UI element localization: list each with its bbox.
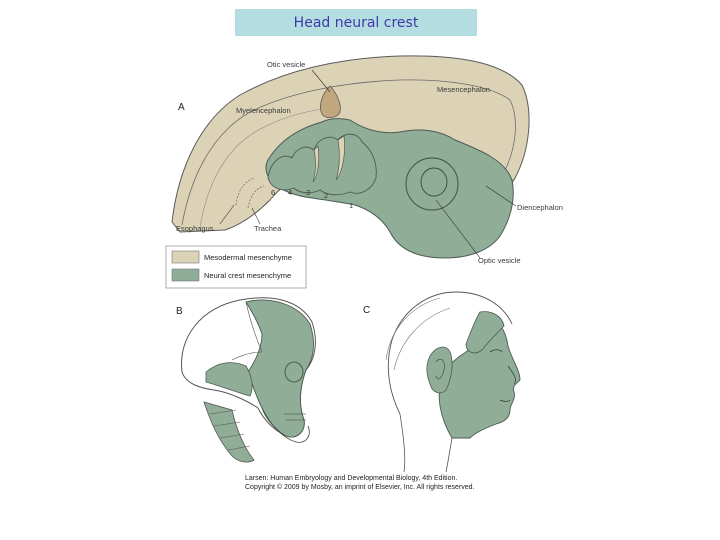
legend: Mesodermal mesenchyme Neural crest mesen… — [166, 246, 306, 288]
mesencephalon-label: Mesencephalon — [437, 85, 490, 94]
legend-swatch-neural-crest — [172, 269, 199, 281]
arch-label: 1 — [349, 201, 353, 210]
legend-swatch-mesodermal — [172, 251, 199, 263]
arch-label: 3 — [306, 188, 310, 197]
head-profile-diagram: C — [363, 292, 520, 472]
credit-line: Copyright © 2009 by Mosby, an imprint of… — [245, 483, 475, 492]
legend-label-mesodermal: Mesodermal mesenchyme — [204, 253, 292, 262]
skull-neural-crest-area — [246, 300, 313, 437]
arch-label: 6 — [271, 188, 275, 197]
legend-label-neural-crest: Neural crest mesenchyme — [204, 271, 291, 280]
panel-b-label: B — [176, 306, 183, 317]
skull-diagram: B — [176, 298, 315, 462]
myelencephalon-label: Myelencephalon — [236, 106, 291, 115]
otic-vesicle-label: Otic vesicle — [267, 60, 305, 69]
credit-line: Larsen: Human Embryology and Development… — [245, 474, 475, 483]
diencephalon-label: Diencephalon — [517, 203, 563, 212]
embryo-head-diagram: A Otic vesicle Mesencephalon Myelencepha… — [172, 56, 563, 265]
esophagus-label: Esophagus — [176, 224, 214, 233]
panel-c-label: C — [363, 305, 370, 316]
arch-label: 4 — [288, 188, 292, 197]
figure-credit: Larsen: Human Embryology and Development… — [245, 474, 475, 492]
optic-vesicle-label: Optic vesicle — [478, 256, 521, 265]
trachea-label: Trachea — [254, 224, 282, 233]
arch-label: 2 — [324, 191, 328, 200]
panel-a-label: A — [178, 102, 185, 113]
